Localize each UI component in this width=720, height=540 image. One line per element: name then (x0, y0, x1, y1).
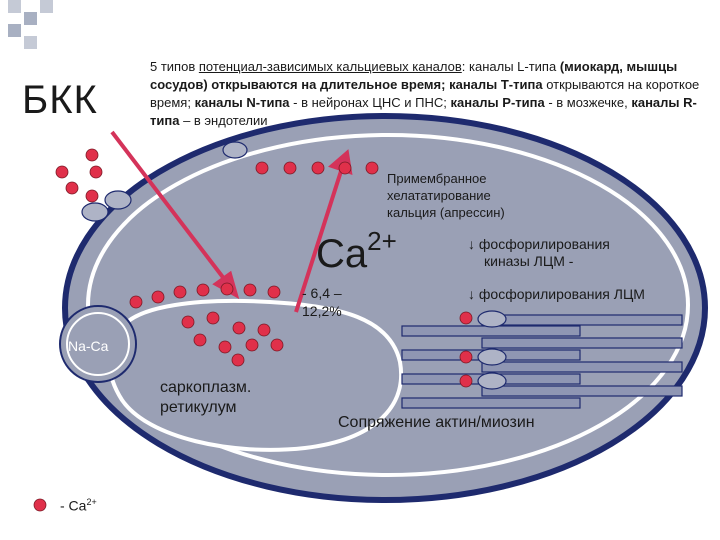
myosin-head (477, 348, 507, 366)
actin-filament (401, 397, 581, 409)
legend-ca-ion (33, 498, 47, 512)
ca-ion (365, 161, 379, 175)
gelation-line-2: хелататирование (387, 188, 491, 203)
myosin-filament (481, 361, 683, 373)
ca-ion (245, 338, 259, 352)
influx-arrow (110, 130, 227, 282)
desc-lead: 5 типов (150, 59, 199, 74)
decor-square (8, 24, 21, 37)
desc-after-link: : каналы L-типа (461, 59, 557, 74)
decor-square (24, 36, 37, 49)
phospho-kinase-line-1: фосфорилирования (478, 236, 610, 252)
desc-n-type-name: каналы N-типа (194, 95, 290, 110)
down-arrow-icon: ↓ (468, 236, 475, 252)
ca-ion (151, 290, 165, 304)
phospho-lcm-label: ↓ фосфорилирования ЛЦМ (468, 286, 645, 303)
desc-t-type-text: открываются на короткое время; (150, 77, 700, 110)
desc-t-type-name: каналы Т-типа (449, 77, 543, 92)
ca-ion (267, 285, 281, 299)
decor-square (8, 0, 21, 13)
ca-ion (89, 165, 103, 179)
desc-l-type-detail: (миокард, мышцы сосудов) открываются на … (150, 59, 678, 92)
ca-ion (193, 333, 207, 347)
calcium-channel (104, 190, 132, 210)
ca-ion (459, 350, 473, 364)
gelation-line-3: кальция (апрессин) (387, 205, 505, 220)
decor-square (40, 0, 53, 13)
myosin-filament (481, 385, 683, 397)
ca-ion (257, 323, 271, 337)
desc-n-type-text: - в нейронах ЦНС и ПНС; (289, 95, 451, 110)
percent-label: - 6,4 – 12,2% (302, 284, 342, 320)
desc-r-type-name: каналы R-типа (150, 95, 697, 128)
calcium-charge: 2+ (367, 226, 397, 256)
percent-line-1: - 6,4 – (302, 285, 342, 301)
ca-ion (218, 340, 232, 354)
ca-ion (196, 283, 210, 297)
desc-channels-link: потенциал-зависимых кальциевых каналов (198, 59, 462, 74)
ca-ion (232, 321, 246, 335)
gelation-line-1: Примембранное (387, 171, 487, 186)
percent-line-2: 12,2% (302, 303, 342, 319)
ca-ion (243, 283, 257, 297)
calcium-channel (222, 141, 248, 159)
ca-ion (231, 353, 245, 367)
ca-ion (459, 374, 473, 388)
desc-p-type-text: - в мозжечке, (544, 95, 632, 110)
ca-ion (55, 165, 69, 179)
legend-text: - Ca (60, 497, 87, 514)
ca-ion (181, 315, 195, 329)
calcium-channel (81, 202, 109, 222)
ca-ion (173, 285, 187, 299)
myosin-filament (481, 337, 683, 349)
gelation-label: Примембранное хелататирование кальция (а… (387, 170, 505, 221)
na-ca-label: Na-Ca (68, 338, 109, 354)
myosin-head (477, 372, 507, 390)
sr-line-2: ретикулум (160, 399, 237, 416)
ca-ion (270, 338, 284, 352)
sr-label: саркоплазм. ретикулум (160, 378, 251, 418)
ca-ion (220, 282, 234, 296)
myosin-head (477, 310, 507, 328)
myosin-filament (481, 314, 683, 326)
na-ca-exchanger-inner (66, 312, 130, 376)
sarcoplasmic-reticulum (107, 298, 404, 452)
decor-square (24, 12, 37, 25)
ca-ion (129, 295, 143, 309)
ca-ion (65, 181, 79, 195)
ca-ion (459, 311, 473, 325)
calcium-symbol: Ca (316, 232, 368, 276)
release-arrow (294, 167, 344, 313)
ca-ion (311, 161, 325, 175)
desc-r-type-text: – в эндотелии (179, 113, 268, 128)
myofilaments (401, 310, 683, 409)
channel-description: 5 типов потенциал-зависимых кальциевых к… (150, 58, 700, 130)
sr-line-1: саркоплазм. (160, 379, 252, 396)
calcium-ions (33, 148, 473, 512)
legend-charge: 2+ (86, 497, 97, 507)
ca-ion (283, 161, 297, 175)
legend: - Ca2+ (60, 497, 97, 514)
down-arrow-icon: ↓ (468, 286, 475, 302)
calcium-label: Ca2+ (316, 226, 397, 277)
ca-ion (85, 189, 99, 203)
phospho-kinase-label: ↓ фосфорилирования киназы ЛЦМ - (468, 236, 610, 270)
ca-ion (255, 161, 269, 175)
page-title: БКК (22, 78, 98, 122)
desc-p-type-name: каналы Р-типа (450, 95, 545, 110)
coupling-label: Сопряжение актин/миозин (338, 414, 535, 431)
ca-ion (206, 311, 220, 325)
ca-ion (85, 148, 99, 162)
ca-ion (338, 161, 352, 175)
cell-membrane (86, 133, 690, 477)
phospho-lcm-text: фосфорилирования ЛЦМ (478, 286, 645, 302)
phospho-kinase-line-2: киназы ЛЦМ - (484, 253, 574, 269)
